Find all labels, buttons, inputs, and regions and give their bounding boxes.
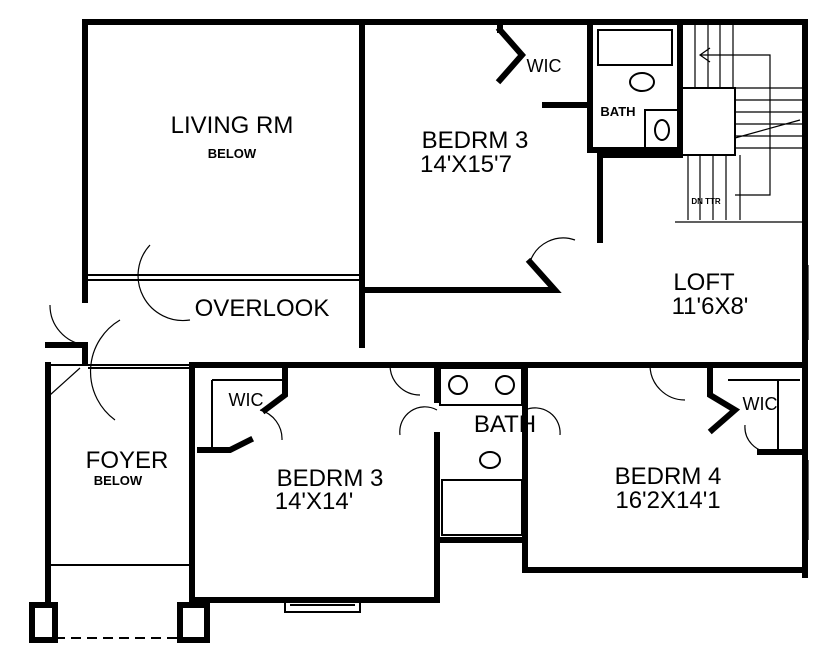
stair-note: DN TTR	[691, 197, 721, 206]
loft-label: LOFT	[673, 269, 735, 296]
bath-lower-label: BATH	[474, 411, 536, 438]
bedrm3-lower-label: BEDRM 3	[277, 465, 384, 492]
stairs	[675, 22, 805, 223]
overlook-label: OVERLOOK	[195, 295, 330, 322]
walls	[29, 19, 809, 643]
bedrm3-lower-size: 14'X14'	[275, 488, 354, 515]
bath-upper-label: BATH	[600, 104, 635, 119]
living-room-note: BELOW	[208, 146, 257, 161]
foyer-label: FOYER	[86, 447, 169, 474]
living-room-label: LIVING RM	[171, 112, 294, 139]
wic-right-label: WIC	[743, 394, 778, 414]
loft-size: 11'6X8'	[672, 293, 749, 320]
door-swings	[49, 237, 771, 453]
wic-upper-label: WIC	[527, 56, 562, 76]
bedrm3-upper-size: 14'X15'7	[420, 151, 512, 178]
bedrm4-label: BEDRM 4	[615, 463, 722, 490]
bedrm3-upper-label: BEDRM 3	[422, 127, 529, 154]
room-labels: LIVING RM BELOW BEDRM 3 14'X15'7 WIC BAT…	[86, 56, 778, 515]
bedrm4-size: 16'2X14'1	[615, 487, 720, 514]
wic-lower-label: WIC	[229, 390, 264, 410]
foyer-note: BELOW	[94, 473, 143, 488]
